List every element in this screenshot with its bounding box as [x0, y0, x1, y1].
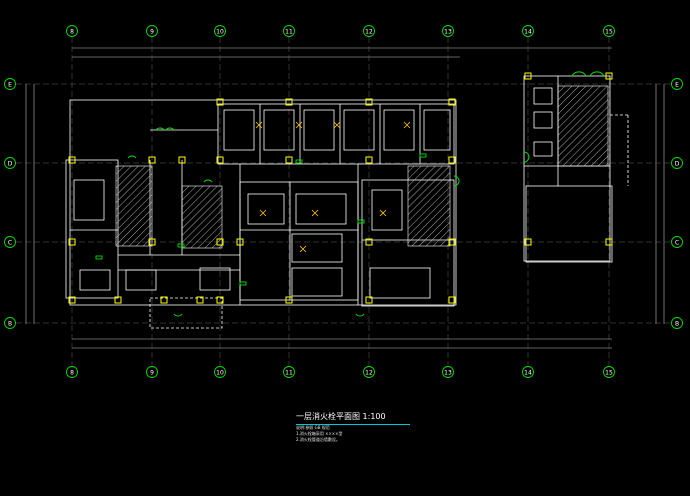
svg-text:15: 15 [605, 369, 613, 376]
svg-text:E: E [675, 81, 679, 88]
column-marker [216, 98, 224, 106]
grid-bubble-left-E: E [4, 78, 16, 90]
grid-bubble-right-B: B [671, 317, 683, 329]
svg-text:B: B [675, 320, 679, 327]
grid-bubble-top-12: 12 [363, 25, 375, 37]
light-fixtures [255, 121, 411, 253]
column-marker [160, 296, 168, 304]
grid-bubble-bottom-10: 10 [214, 366, 226, 378]
column-marker [524, 238, 532, 246]
hatched-shafts [115, 85, 609, 249]
svg-text:12: 12 [365, 28, 373, 35]
grid-bubble-top-13: 13 [442, 25, 454, 37]
grid-bubble-bottom-8: 8 [66, 366, 78, 378]
svg-text:15: 15 [605, 28, 613, 35]
grid-bubbles-top: 8 9 10 11 12 13 14 15 [66, 25, 615, 37]
svg-text:9: 9 [150, 369, 154, 376]
svg-text:13: 13 [444, 28, 452, 35]
grid-bubble-bottom-9: 9 [146, 366, 158, 378]
grid-bubble-right-D: D [671, 157, 683, 169]
svg-text:14: 14 [524, 28, 532, 35]
column-marker [448, 156, 456, 164]
drawing-title: 一层消火栓平面图 1:100 [296, 412, 386, 421]
column-marker [448, 238, 456, 246]
column-marker [365, 98, 373, 106]
grid-bubble-top-10: 10 [214, 25, 226, 37]
main-building [65, 99, 457, 329]
grid-bubble-top-11: 11 [283, 25, 295, 37]
grid-bubble-bottom-15: 15 [603, 366, 615, 378]
svg-text:E: E [8, 81, 12, 88]
column-marker [285, 296, 293, 304]
grid-bubble-top-14: 14 [522, 25, 534, 37]
svg-text:10: 10 [216, 369, 224, 376]
grid-bubble-bottom-12: 12 [363, 366, 375, 378]
drawing-note-2: 1.消火栓箱采用 ××××型 [296, 431, 343, 436]
svg-text:10: 10 [216, 28, 224, 35]
svg-text:11: 11 [285, 369, 293, 376]
drawing-title-block: 一层消火栓平面图 1:100 说明:参照 GB 规范 1.消火栓箱采用 ××××… [296, 412, 412, 443]
svg-text:C: C [8, 239, 12, 246]
column-marker [114, 296, 122, 304]
grid-bubble-right-E: E [671, 78, 683, 90]
svg-text:8: 8 [70, 28, 74, 35]
column-marker [216, 296, 224, 304]
column-marker [178, 156, 186, 164]
svg-text:B: B [8, 320, 12, 327]
column-marker [148, 156, 156, 164]
drawing-note-1: 说明:参照 GB 规范 [296, 425, 330, 430]
drawing-note-3: 2.消火栓管道沿墙敷设。 [296, 437, 340, 442]
structural-columns [68, 72, 613, 304]
grid-bubble-left-D: D [4, 157, 16, 169]
grid-bubbles-right: E D C B [671, 78, 683, 329]
svg-text:D: D [8, 160, 13, 167]
grid-bubble-bottom-14: 14 [522, 366, 534, 378]
grid-bubble-top-15: 15 [603, 25, 615, 37]
grid-bubble-top-9: 9 [146, 25, 158, 37]
column-marker [68, 156, 76, 164]
dimension-lines [25, 47, 665, 349]
grid-bubble-top-8: 8 [66, 25, 78, 37]
column-marker [216, 156, 224, 164]
column-marker [605, 72, 613, 80]
grid-bubble-right-C: C [671, 236, 683, 248]
column-marker [216, 238, 224, 246]
hydrant-markers [95, 71, 605, 317]
column-marker [285, 156, 293, 164]
right-building [523, 75, 629, 263]
svg-text:14: 14 [524, 369, 532, 376]
grid-bubbles-left: E D C B [4, 78, 16, 329]
column-marker [448, 296, 456, 304]
column-marker [605, 238, 613, 246]
column-marker [196, 296, 204, 304]
svg-text:11: 11 [285, 28, 293, 35]
grid-bubble-left-C: C [4, 236, 16, 248]
column-marker [68, 296, 76, 304]
svg-text:8: 8 [70, 369, 74, 376]
column-marker [365, 296, 373, 304]
title-underline [296, 424, 410, 425]
svg-text:D: D [675, 160, 680, 167]
column-marker [148, 238, 156, 246]
grid-bubble-bottom-11: 11 [283, 366, 295, 378]
svg-text:C: C [675, 239, 679, 246]
column-marker [365, 156, 373, 164]
grid-bubble-left-B: B [4, 317, 16, 329]
svg-text:13: 13 [444, 369, 452, 376]
svg-text:9: 9 [150, 28, 154, 35]
column-marker [68, 238, 76, 246]
column-marker [236, 238, 244, 246]
column-marker [524, 72, 532, 80]
column-marker [365, 238, 373, 246]
svg-text:12: 12 [365, 369, 373, 376]
grid-bubble-bottom-13: 13 [442, 366, 454, 378]
column-marker [448, 98, 456, 106]
grid-bubbles-bottom: 8 9 10 11 12 13 14 15 [66, 366, 615, 378]
column-marker [285, 98, 293, 106]
